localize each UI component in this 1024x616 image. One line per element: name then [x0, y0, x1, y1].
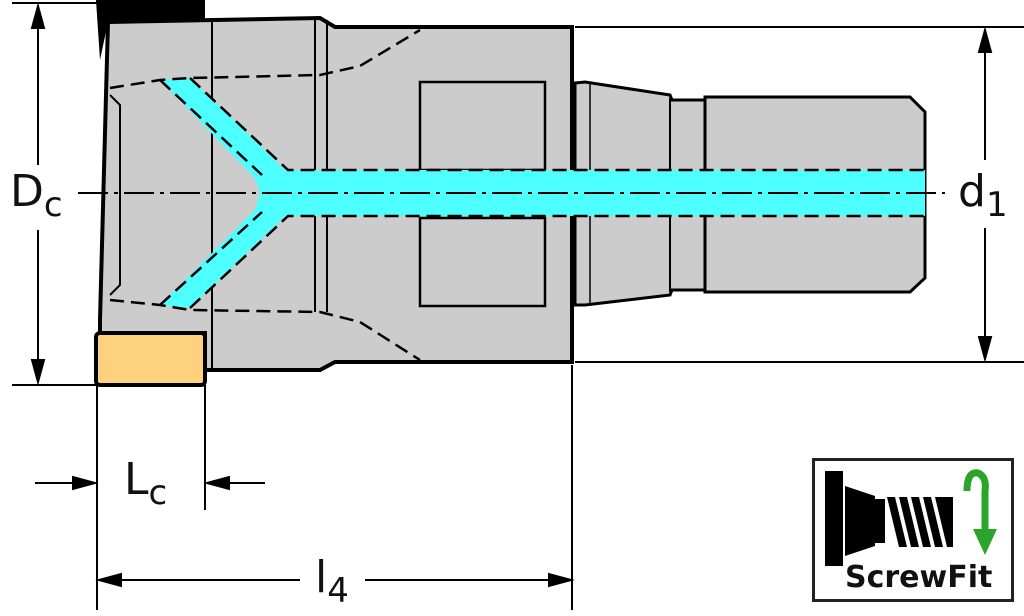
- screwfit-logo-text: ScrewFit: [845, 560, 993, 595]
- top-insert: [96, 0, 205, 60]
- dc-label: Dc: [10, 170, 63, 222]
- d1-label-sub: 1: [985, 185, 1008, 225]
- d1-label-main: d: [958, 166, 986, 217]
- dc-label-main: D: [10, 166, 44, 217]
- d1-label: d1: [958, 170, 1008, 222]
- bottom-insert: [94, 331, 207, 387]
- screw-icon: [825, 469, 997, 566]
- dc-label-sub: c: [43, 185, 63, 225]
- lc-label: Lc: [124, 458, 168, 513]
- l4-label-sub: 4: [327, 571, 349, 611]
- lc-label-main: L: [124, 454, 149, 505]
- l4-label: l4: [315, 556, 349, 611]
- lc-label-sub: c: [148, 473, 168, 513]
- rotate-arrow-icon: [963, 469, 989, 531]
- window-bottom: [418, 216, 547, 308]
- l4-label-main: l: [315, 552, 328, 603]
- screwfit-logo: ScrewFit: [812, 458, 1014, 602]
